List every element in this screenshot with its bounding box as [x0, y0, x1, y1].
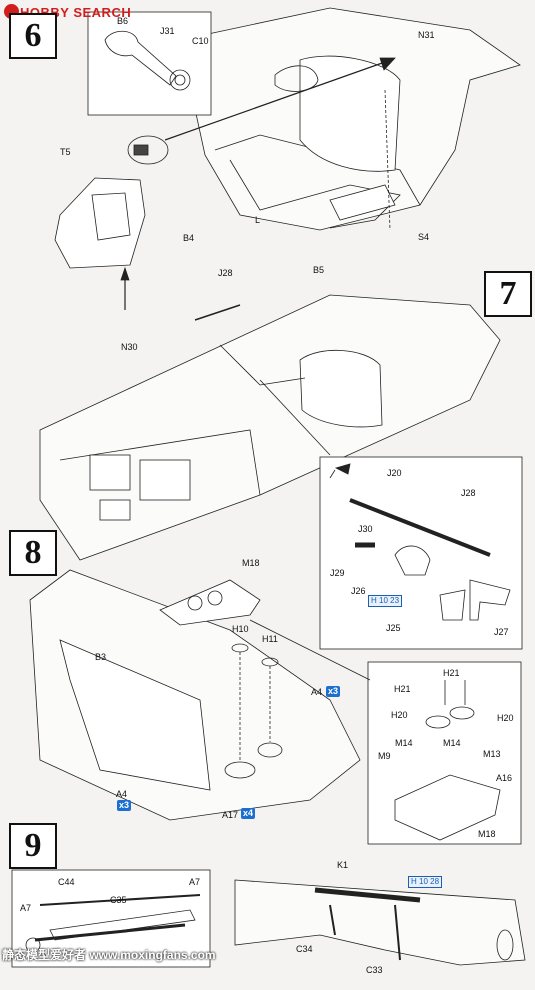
part-label: J30 [358, 524, 373, 534]
part-label: J26 [351, 586, 366, 596]
part-label: H21 [443, 668, 460, 678]
part-label: L [255, 215, 261, 225]
part-label: M18 [242, 558, 260, 568]
part-label: C44 [58, 877, 75, 887]
part-label: J29 [330, 568, 345, 578]
part-label: A16 [496, 773, 513, 783]
part-label: H11 [262, 634, 278, 644]
part-label: S4 [418, 232, 430, 242]
part-label: N30 [121, 342, 138, 352]
paint-reference-badge: H 10 23 [368, 595, 403, 607]
part-label: J28 [218, 268, 233, 278]
site-watermark: 静态模型爱好者 www.moxingfans.com [2, 948, 216, 962]
step-7-number: 7 [484, 271, 532, 317]
part-label: T5 [60, 147, 71, 157]
quantity-badge: x4 [241, 808, 256, 819]
part-label: B6 [117, 16, 129, 26]
part-label: C34 [296, 944, 313, 954]
part-label: J28 [461, 488, 476, 498]
step-8-number: 8 [9, 530, 57, 576]
part-label: A4 [116, 789, 128, 799]
part-label: H10 [232, 624, 249, 634]
part-label: J31 [160, 26, 175, 36]
step-9-number: 9 [9, 823, 57, 869]
part-label: A7 [189, 877, 201, 887]
part-label: B4 [183, 233, 195, 243]
paint-reference-badge: H 10 28 [408, 876, 443, 888]
part-label: C35 [110, 895, 127, 905]
part-label: K1 [337, 860, 349, 870]
part-label: A17 [222, 810, 239, 820]
part-label: A4 [311, 687, 323, 697]
part-label: M13 [483, 749, 501, 759]
part-label: H20 [391, 710, 408, 720]
step-6-number: 6 [9, 13, 57, 59]
part-label: J25 [386, 623, 401, 633]
part-label: H21 [394, 684, 411, 694]
quantity-badge: x3 [117, 800, 132, 811]
part-label: M14 [443, 738, 461, 748]
part-label: H20 [497, 713, 514, 723]
part-label: N31 [418, 30, 435, 40]
part-label: A7 [20, 903, 32, 913]
part-label: B3 [95, 652, 107, 662]
part-label: J20 [387, 468, 402, 478]
part-label: M14 [395, 738, 413, 748]
quantity-badge: x3 [326, 686, 341, 697]
part-label: B5 [313, 265, 325, 275]
part-label: M18 [478, 829, 496, 839]
part-label: J27 [494, 627, 509, 637]
part-label: M9 [378, 751, 391, 761]
part-label: C10 [192, 36, 209, 46]
part-label: C33 [366, 965, 383, 975]
